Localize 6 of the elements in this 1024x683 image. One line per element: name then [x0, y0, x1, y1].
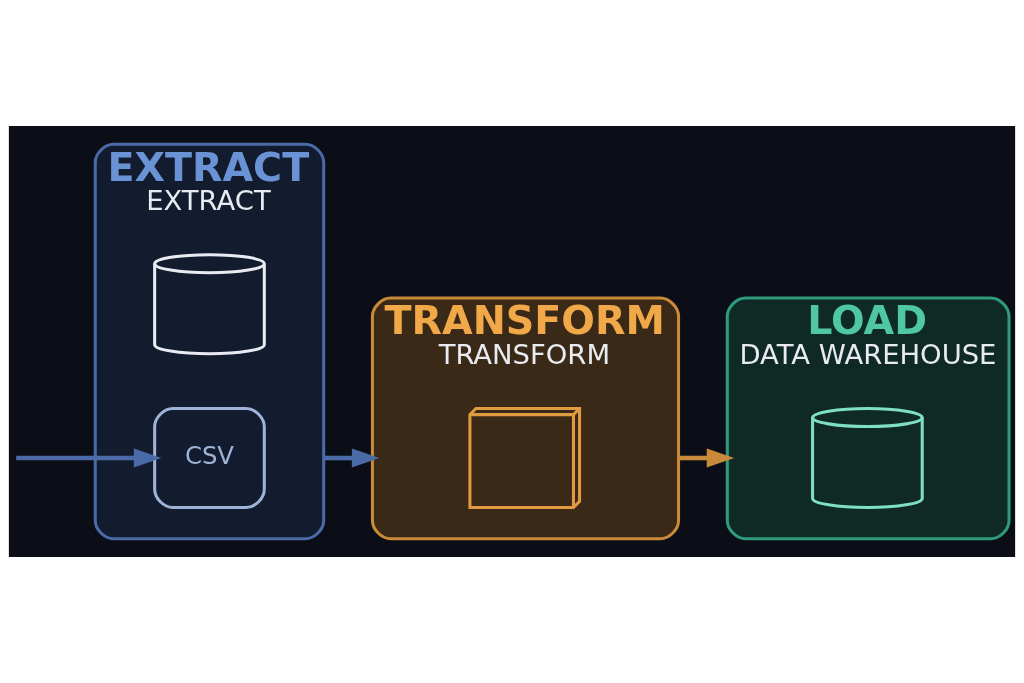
- arrow: [678, 448, 735, 468]
- node-box: CSV: [153, 407, 266, 510]
- cluster: TRANSFORM TRANSFORM: [370, 296, 681, 541]
- cluster: LOAD DATA WAREHOUSE: [725, 296, 1011, 541]
- arrow: [16, 448, 162, 468]
- arrow: [323, 448, 380, 468]
